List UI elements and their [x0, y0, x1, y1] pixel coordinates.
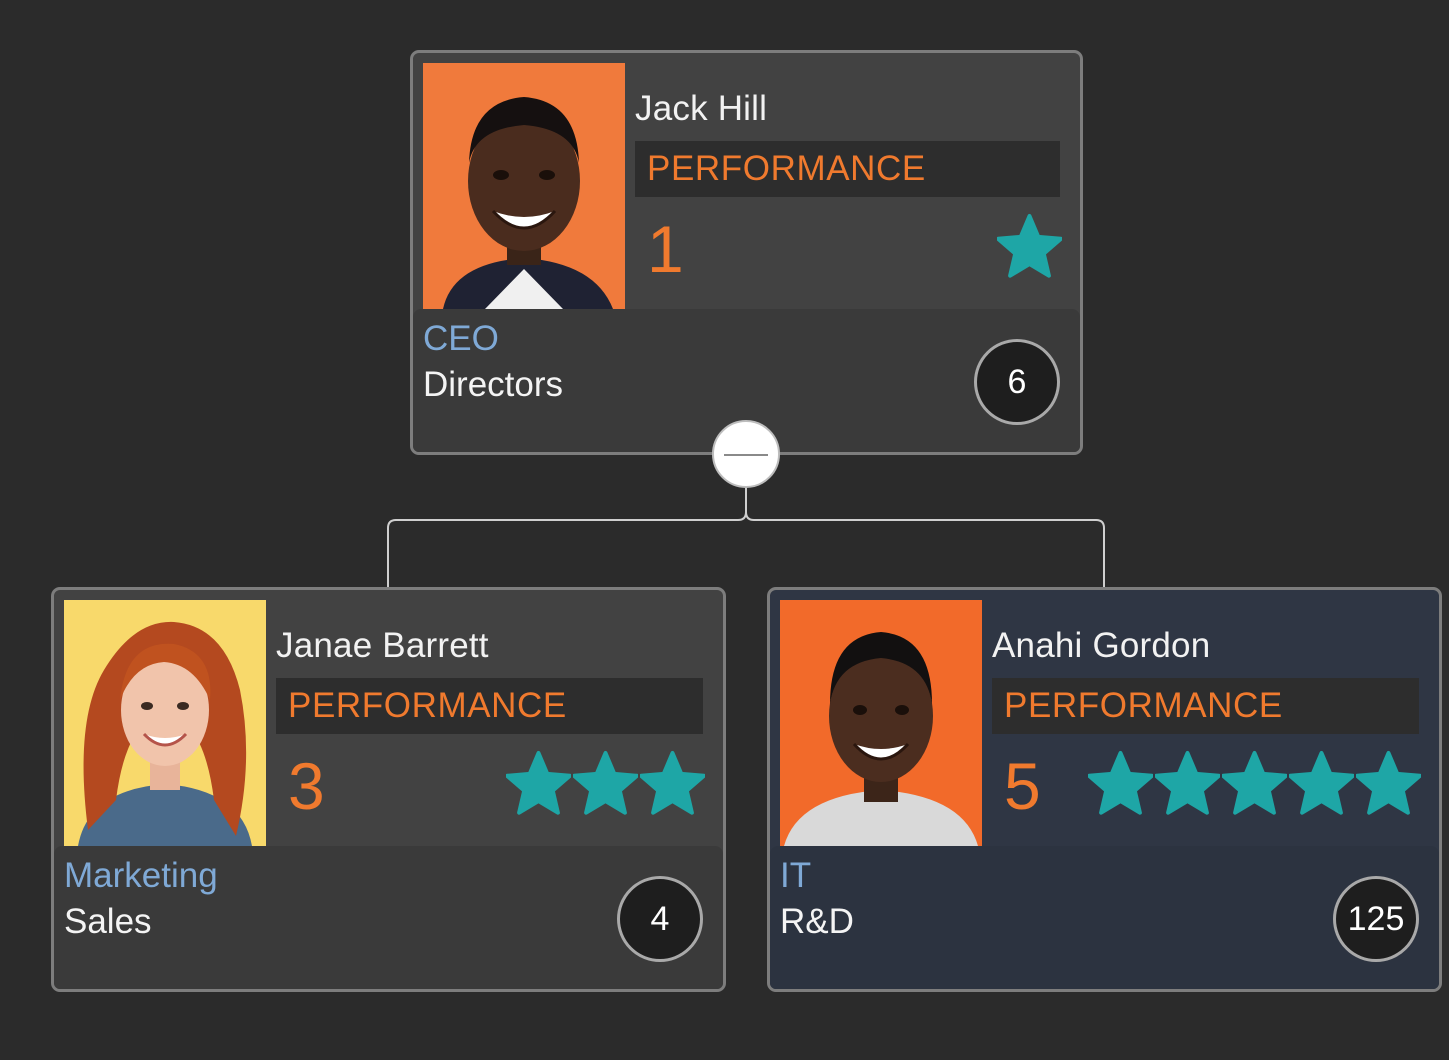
employee-name: Anahi Gordon — [992, 626, 1211, 665]
star-icon — [1155, 751, 1220, 815]
performance-label: PERFORMANCE — [635, 141, 1060, 197]
star-icon — [1222, 751, 1287, 815]
department-name: Directors — [423, 365, 564, 404]
star-icon — [640, 751, 705, 815]
star-icon — [1289, 751, 1354, 815]
subordinate-count-badge[interactable]: 6 — [974, 339, 1060, 425]
star-rating — [997, 213, 1062, 279]
star-rating — [1088, 750, 1421, 816]
org-node-card-anahi-gordon[interactable]: Anahi Gordon PERFORMANCE 5 IT R&D 125 — [767, 587, 1442, 992]
avatar-photo — [423, 63, 625, 309]
performance-label: PERFORMANCE — [992, 678, 1419, 734]
performance-rating: 3 — [288, 749, 325, 823]
employee-name: Jack Hill — [635, 89, 768, 128]
star-icon — [506, 751, 571, 815]
subordinate-count-badge[interactable]: 4 — [617, 876, 703, 962]
department-name: Sales — [64, 902, 152, 941]
star-icon — [1088, 751, 1153, 815]
performance-label-text: PERFORMANCE — [288, 686, 567, 725]
performance-label-text: PERFORMANCE — [647, 149, 926, 188]
card-footer: CEO Directors 6 — [413, 309, 1080, 452]
subordinate-count-badge[interactable]: 125 — [1333, 876, 1419, 962]
department-name: R&D — [780, 902, 854, 941]
star-rating — [506, 750, 705, 816]
org-node-card-janae-barrett[interactable]: Janae Barrett PERFORMANCE 3 Marketing Sa… — [51, 587, 726, 992]
star-icon — [997, 214, 1062, 278]
avatar-photo — [64, 600, 266, 846]
employee-name: Janae Barrett — [276, 626, 489, 665]
card-footer: Marketing Sales 4 — [54, 846, 723, 989]
job-title: Marketing — [64, 856, 218, 895]
card-footer: IT R&D 125 — [770, 846, 1439, 989]
performance-label: PERFORMANCE — [276, 678, 703, 734]
org-node-card-jack-hill[interactable]: Jack Hill PERFORMANCE 1 CEO Directors 6 — [410, 50, 1083, 455]
performance-label-text: PERFORMANCE — [1004, 686, 1283, 725]
star-icon — [1356, 751, 1421, 815]
collapse-children-button[interactable] — [712, 420, 780, 488]
avatar-photo — [780, 600, 982, 846]
job-title: IT — [780, 856, 812, 895]
minus-icon — [724, 454, 768, 456]
star-icon — [573, 751, 638, 815]
job-title: CEO — [423, 319, 499, 358]
performance-rating: 1 — [647, 212, 684, 286]
performance-rating: 5 — [1004, 749, 1041, 823]
